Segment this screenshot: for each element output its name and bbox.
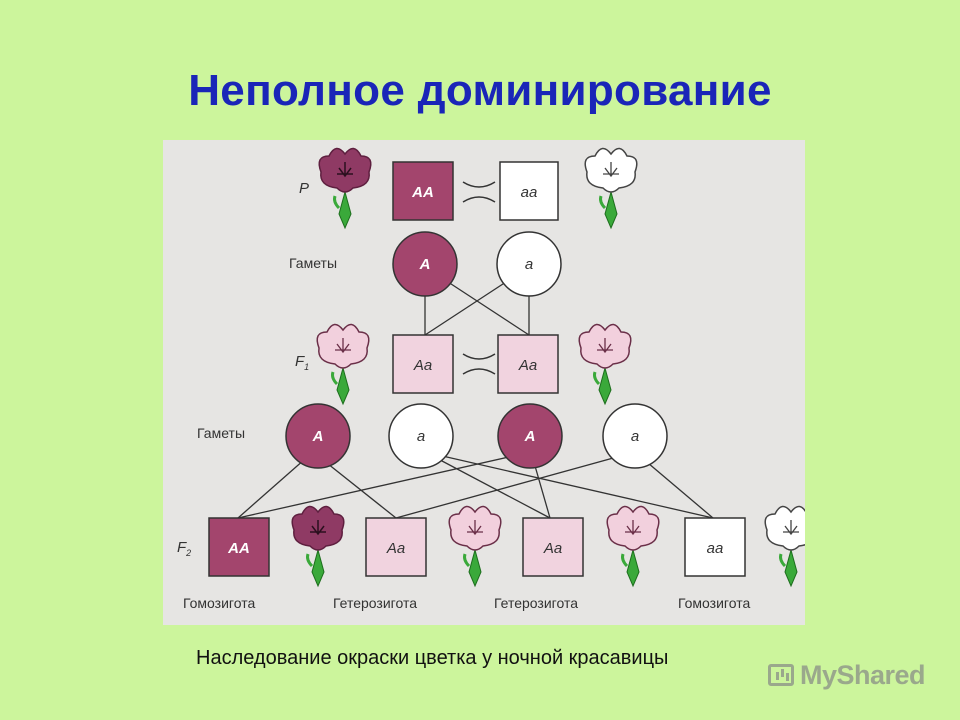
parent-recessive-genotype: aa xyxy=(521,184,538,201)
f2-gamete-label-2: a xyxy=(417,428,425,445)
presentation-chart-icon xyxy=(768,664,794,686)
cross-icon xyxy=(462,353,496,375)
f2-genotype-4: aa xyxy=(707,540,724,557)
f1-genotype-right: Aa xyxy=(518,357,537,374)
f2-dark-flower-icon xyxy=(290,504,346,588)
f2-gamete-circle-2 xyxy=(388,403,454,469)
f2-caption-2: Гетерозигота xyxy=(333,595,417,611)
f2-genotype-1: AA xyxy=(227,540,250,557)
f2-gamete-circle-1 xyxy=(285,403,351,469)
parents-label: P xyxy=(299,180,309,197)
f2-gamete-label-1: A xyxy=(312,428,324,445)
f2-gamete-label-3: A xyxy=(524,428,536,445)
f1-genotype-left: Aa xyxy=(413,357,432,374)
f2-box-1 xyxy=(208,517,270,577)
page-title: Неполное доминирование xyxy=(188,66,772,115)
cross-icon xyxy=(462,181,496,203)
gamete-recessive-label: a xyxy=(525,256,533,273)
f2-pink-flower-icon-2 xyxy=(605,504,661,588)
watermark: MyShared xyxy=(768,658,926,692)
f1-label: F1 xyxy=(295,353,309,372)
f2-label: F2 xyxy=(177,539,191,558)
f2-white-flower-icon xyxy=(763,504,819,588)
f2-pink-flower-icon-1 xyxy=(447,504,503,588)
gamete-recessive-circle xyxy=(496,231,562,297)
parent-dominant-genotype: AA xyxy=(411,184,434,201)
gametes-label-2: Гаметы xyxy=(197,425,245,441)
f1-pink-flower-icon-right xyxy=(577,322,633,406)
gamete-dominant-label: A xyxy=(419,256,431,273)
connector-lines xyxy=(237,279,714,519)
f1-pink-flower-icon-left xyxy=(315,322,371,406)
parent-dark-flower-icon xyxy=(317,146,373,230)
f2-genotype-3: Aa xyxy=(543,540,562,557)
watermark-text: MyShared xyxy=(800,659,926,690)
figure-caption: Наследование окраски цветка у ночной кра… xyxy=(196,647,669,669)
f2-caption-1: Гомозигота xyxy=(183,595,255,611)
f2-caption-4: Гомозигота xyxy=(678,595,750,611)
inheritance-diagram: P AA aa Гаметы A a F1 Aa Aa Гаметы A a A… xyxy=(163,140,819,625)
parent-recessive-box xyxy=(499,161,559,221)
gamete-dominant-circle xyxy=(392,231,458,297)
f1-box-right xyxy=(497,334,559,394)
f2-box-2 xyxy=(365,517,427,577)
f1-box-left xyxy=(392,334,454,394)
f2-genotype-2: Aa xyxy=(386,540,405,557)
parent-white-flower-icon xyxy=(583,146,639,230)
f2-gamete-circle-4 xyxy=(602,403,668,469)
f2-box-4 xyxy=(684,517,746,577)
gametes-label-1: Гаметы xyxy=(289,255,337,271)
parent-dominant-box xyxy=(392,161,454,221)
f2-gamete-label-4: a xyxy=(631,428,639,445)
f2-gamete-circle-3 xyxy=(497,403,563,469)
f2-caption-3: Гетерозигота xyxy=(494,595,578,611)
f2-box-3 xyxy=(522,517,584,577)
